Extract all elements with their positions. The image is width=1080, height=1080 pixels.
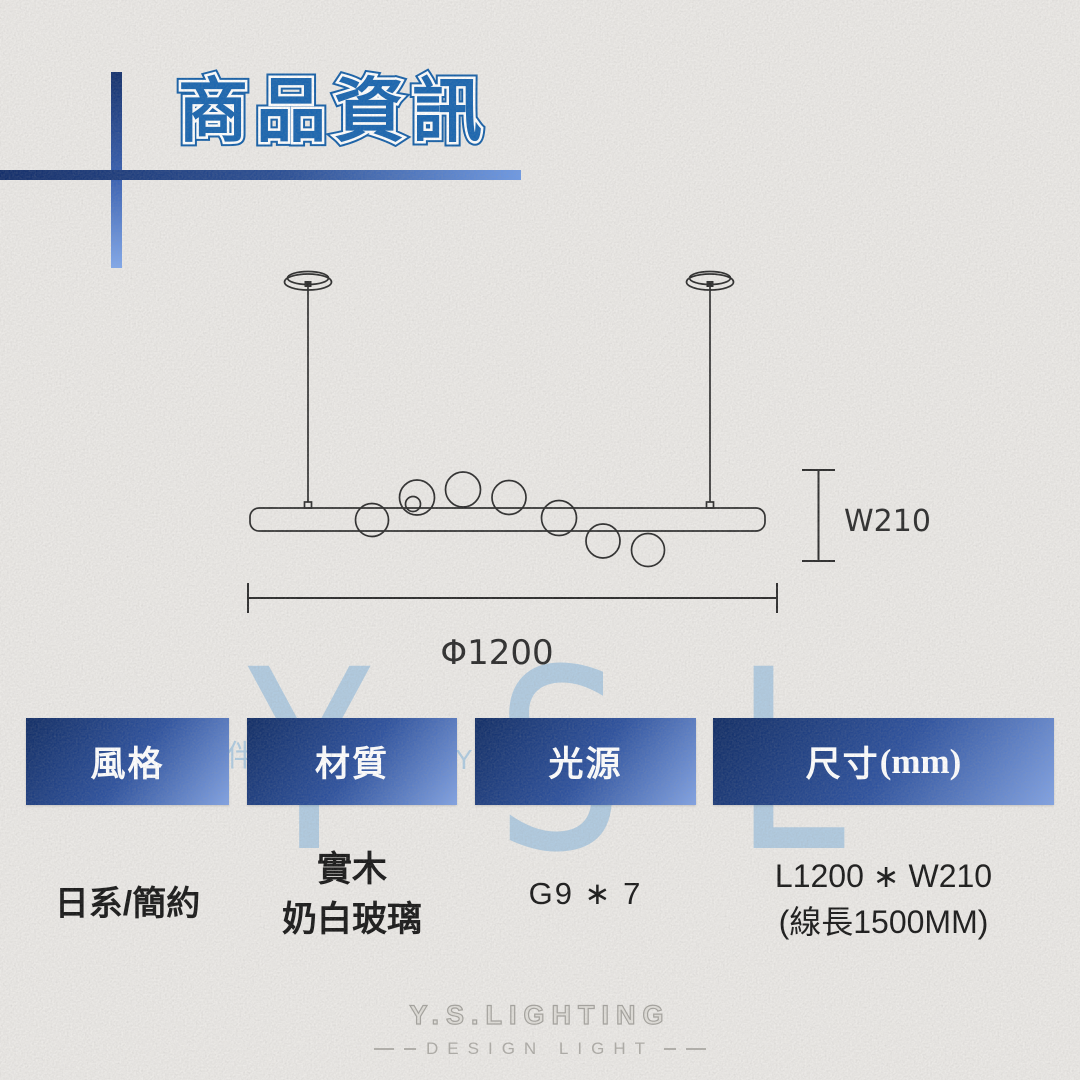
spec-header-style-label: 風格	[90, 745, 165, 784]
glass-globe	[444, 471, 482, 508]
title-horizontal-bar-decoration	[0, 170, 521, 180]
dimension-width-marker	[802, 469, 835, 562]
spec-header-dimensions: 尺寸(mm)	[713, 718, 1054, 805]
glass-globe	[491, 479, 527, 516]
spec-header-style: 風格	[26, 718, 229, 805]
spec-value-light-source: G9 ∗ 7	[528, 876, 643, 911]
ceiling-mount-right	[685, 270, 735, 509]
ceiling-mount-left	[283, 270, 333, 509]
tagline-dash-decoration	[663, 1048, 676, 1050]
glass-globes	[354, 471, 666, 568]
glass-globe	[630, 532, 666, 568]
tagline-dash-decoration	[374, 1048, 395, 1050]
watermark-small-glyph: Y	[456, 746, 472, 776]
footer-brand-logo: Y.S.LIGHTING	[409, 999, 671, 1030]
spec-value-style: 日系/簡約	[54, 885, 201, 923]
spec-header-light-source-label: 光源	[548, 745, 623, 784]
glass-globe	[540, 499, 578, 537]
spec-value-dimensions: L1200 ∗ W210 (線長1500MM)	[713, 853, 1054, 945]
wood-beam	[249, 507, 766, 532]
spec-header-dimensions-unit: (mm)	[879, 741, 962, 781]
tagline-dash-decoration	[404, 1048, 417, 1050]
tagline-dash-decoration	[685, 1048, 706, 1050]
dimension-width-label: W210	[844, 504, 931, 539]
spec-header-dimensions-label: 尺寸	[805, 745, 880, 784]
spec-value-material: 實木 奶白玻璃	[247, 845, 457, 945]
spec-value-dimensions-line2: (線長1500MM)	[778, 904, 989, 940]
spec-value-dimensions-line1: L1200 ∗ W210	[774, 858, 993, 894]
dimension-length-marker	[247, 583, 778, 613]
footer-tagline: DESIGN LIGHT	[0, 1039, 1080, 1059]
spec-header-material: 材質	[247, 718, 457, 805]
spec-header-material-label: 材質	[314, 745, 389, 784]
glass-globe	[354, 502, 390, 538]
spec-value-material-line1: 實木	[316, 850, 387, 889]
spec-header-light-source: 光源	[475, 718, 696, 805]
footer-tagline-text: DESIGN LIGHT	[426, 1039, 654, 1058]
glass-globe	[585, 523, 621, 559]
globe-socket	[404, 495, 422, 513]
page-title: 商品資訊	[178, 74, 490, 149]
glass-globe	[398, 479, 436, 516]
spec-value-material-line2: 奶白玻璃	[281, 900, 422, 939]
